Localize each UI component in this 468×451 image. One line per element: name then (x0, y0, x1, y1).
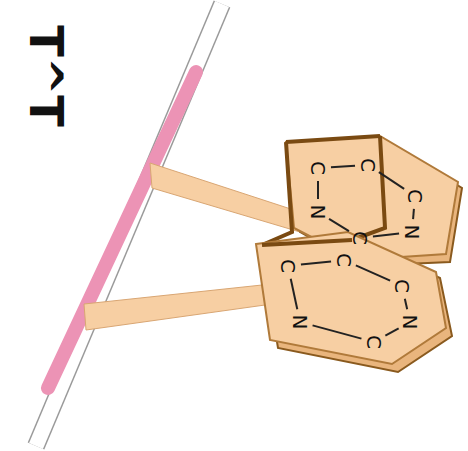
ring-bond (331, 166, 355, 167)
atom-label: C (358, 158, 378, 172)
ring-bond (373, 233, 399, 236)
ring-bond (291, 279, 298, 310)
atom-label: N (308, 205, 328, 220)
ring-bond (317, 181, 319, 199)
thymine-ring (256, 232, 446, 364)
ring-bond (412, 209, 415, 219)
dimer-bond (286, 136, 380, 142)
ring-bond (313, 325, 362, 338)
atom-label: C (405, 189, 425, 203)
ring-bond (385, 328, 398, 335)
dimer-bond (262, 142, 292, 245)
atom-label: N (290, 315, 310, 330)
atom-label: N (400, 315, 420, 330)
base-stalk (150, 163, 300, 232)
ring-bond (405, 299, 407, 310)
atom-label: C (308, 161, 328, 175)
ring-bond (379, 172, 404, 189)
dimer-bond (352, 136, 385, 240)
base-stalk (84, 285, 265, 330)
atom-label: C (392, 279, 412, 293)
dimer-bond (262, 240, 352, 245)
ring-bond (356, 265, 390, 280)
strand-highlight (48, 72, 196, 388)
atom-label: C (350, 231, 370, 245)
atom-label: C (334, 253, 354, 267)
dimer-label: T^T (23, 25, 69, 126)
atom-label: N (402, 225, 422, 240)
ring-bond (329, 219, 349, 231)
atom-label: C (364, 335, 384, 349)
ring-bonds (291, 166, 414, 339)
ring-bond (301, 261, 331, 264)
atom-label: C (278, 259, 298, 273)
